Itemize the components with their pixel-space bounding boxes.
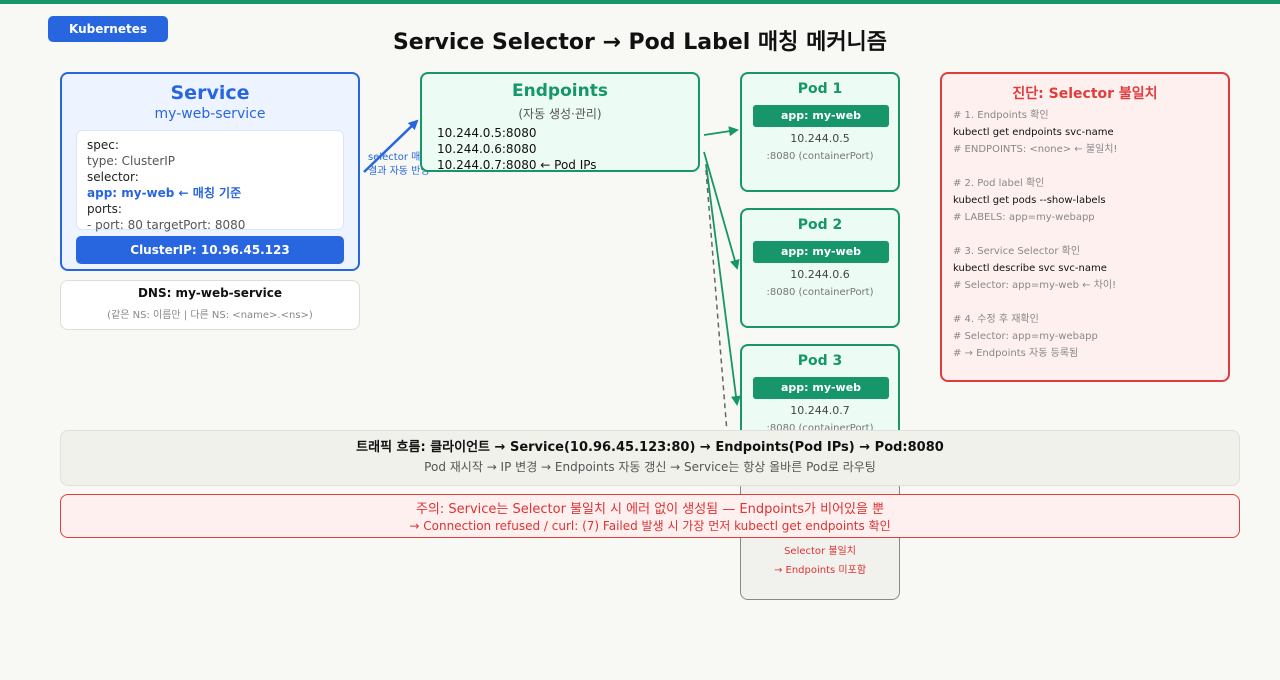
- pod-4-note-excluded: → Endpoints 미포함: [773, 565, 867, 576]
- diagnosis-title: 진단: Selector 불일치: [1012, 86, 1158, 102]
- diagnosis-spacer: [953, 226, 1117, 243]
- diagnosis-spacer: [953, 294, 1117, 311]
- diagnosis-comment: # → Endpoints 자동 등록됨: [953, 348, 1079, 359]
- endpoints-box: Endpoints (자동 생성·관리) 10.244.0.5:8080 10.…: [420, 72, 700, 172]
- spec-type-line: type: ClusterIP: [87, 154, 176, 168]
- pod-title: Pod 2: [797, 217, 843, 233]
- annotation-line-2: 결과 자동 반영: [368, 166, 430, 177]
- endpoints-to-pod2-arrow: [703, 151, 740, 270]
- annotation-line-1: selector 매칭: [368, 152, 430, 163]
- pod-port: :8080 (containerPort): [766, 287, 874, 298]
- pod-label-badge: app: my-web: [753, 105, 889, 127]
- service-title: Service: [170, 82, 250, 104]
- endpoints-to-pod3-arrow: [705, 163, 741, 406]
- warning-line-1: 주의: Service는 Selector 불일치 시 에러 없이 생성됨 — …: [415, 502, 885, 517]
- pod-1-box: Pod 1 app: my-web 10.244.0.5 :8080 (cont…: [740, 72, 900, 192]
- service-spec: spec: type: ClusterIP selector: app: my-…: [76, 130, 344, 232]
- diagnosis-steps: # 1. Endpoints 확인 kubectl get endpoints s…: [953, 107, 1117, 362]
- endpoint-ip: 10.244.0.7:8080 ← Pod IPs: [437, 158, 597, 172]
- service-name: my-web-service: [154, 106, 266, 122]
- endpoint-ip: 10.244.0.5:8080: [437, 126, 537, 140]
- endpoints-subtitle: (자동 생성·관리): [518, 107, 602, 121]
- diagnosis-comment: # 1. Endpoints 확인: [953, 110, 1049, 121]
- traffic-flow-title: 트래픽 흐름: 클라이언트 → Service(10.96.45.123:80)…: [356, 440, 944, 455]
- pod-port: :8080 (containerPort): [766, 423, 874, 434]
- dns-title: DNS: my-web-service: [137, 286, 283, 300]
- pod-2-box: Pod 2 app: my-web 10.244.0.6 :8080 (cont…: [740, 208, 900, 328]
- diagnosis-comment: # ENDPOINTS: <none> ← 불일치!: [953, 144, 1118, 155]
- pod-label-badge: app: my-web: [753, 377, 889, 399]
- dns-box: DNS: my-web-service (같은 NS: 이름만 | 다른 NS:…: [60, 280, 360, 330]
- cluster-ip-badge: ClusterIP: 10.96.45.123: [76, 236, 344, 264]
- spec-selector-line: selector:: [87, 170, 139, 184]
- top-accent-bar: [0, 0, 1280, 4]
- dns-note: (같은 NS: 이름만 | 다른 NS: <name>.<ns>): [107, 310, 313, 321]
- traffic-flow-note: Pod 재시작 → IP 변경 → Endpoints 자동 갱신 → Serv…: [424, 460, 876, 474]
- pod-label-badge: app: my-web: [753, 241, 889, 263]
- diagnosis-comment: # 4. 수정 후 재확인: [953, 314, 1039, 325]
- diagnosis-command: kubectl describe svc svc-name: [953, 263, 1107, 274]
- pod-ip: 10.244.0.6: [790, 268, 850, 281]
- service-box: Service my-web-service spec: type: Clust…: [60, 72, 360, 271]
- diagnosis-command: kubectl get pods --show-labels: [953, 195, 1106, 206]
- traffic-flow-box: 트래픽 흐름: 클라이언트 → Service(10.96.45.123:80)…: [60, 430, 1240, 486]
- pod-ip: 10.244.0.7: [790, 404, 850, 417]
- pod-port: :8080 (containerPort): [766, 151, 874, 162]
- spec-port-mapping: - port: 80 targetPort: 8080: [87, 218, 246, 232]
- diagnosis-comment: # LABELS: app=my-webapp: [953, 212, 1095, 223]
- diagnosis-comment: # Selector: app=my-webapp: [953, 331, 1098, 342]
- pod-title: Pod 1: [797, 81, 843, 97]
- pod-4-note-mismatch: Selector 불일치: [784, 546, 856, 557]
- service-to-endpoints-arrow: [363, 119, 419, 173]
- endpoints-to-pod1-arrow: [703, 126, 739, 137]
- endpoints-ip-list: 10.244.0.5:8080 10.244.0.6:8080 10.244.0…: [437, 125, 597, 173]
- endpoint-ip: 10.244.0.6:8080: [437, 142, 537, 156]
- diagnosis-comment: # 3. Service Selector 확인: [953, 246, 1081, 257]
- pod-ip: 10.244.0.5: [790, 132, 850, 145]
- category-tag: Kubernetes: [48, 16, 168, 42]
- endpoints-to-pod4-dashed-line: [705, 169, 729, 446]
- page-title: Service Selector → Pod Label 매칭 메커니즘: [392, 30, 888, 55]
- spec-ports-line: ports:: [87, 202, 122, 216]
- diagnosis-command: kubectl get endpoints svc-name: [953, 127, 1114, 138]
- diagnosis-comment: # 2. Pod label 확인: [953, 178, 1045, 189]
- diagnosis-box: 진단: Selector 불일치 # 1. Endpoints 확인 kubect…: [940, 72, 1230, 382]
- spec-line: spec:: [87, 138, 119, 152]
- selector-match-annotation: selector 매칭 결과 자동 반영: [368, 151, 430, 179]
- pod-title: Pod 3: [797, 353, 843, 369]
- warning-line-2: → Connection refused / curl: (7) Failed …: [409, 519, 891, 533]
- diagnosis-comment: # Selector: app=my-web ← 차이!: [953, 280, 1117, 291]
- spec-selector-label: app: my-web ← 매칭 기준: [87, 186, 242, 200]
- endpoints-title: Endpoints: [512, 81, 608, 101]
- warning-box: 주의: Service는 Selector 불일치 시 에러 없이 생성됨 — …: [60, 494, 1240, 538]
- diagnosis-spacer: [953, 158, 1117, 175]
